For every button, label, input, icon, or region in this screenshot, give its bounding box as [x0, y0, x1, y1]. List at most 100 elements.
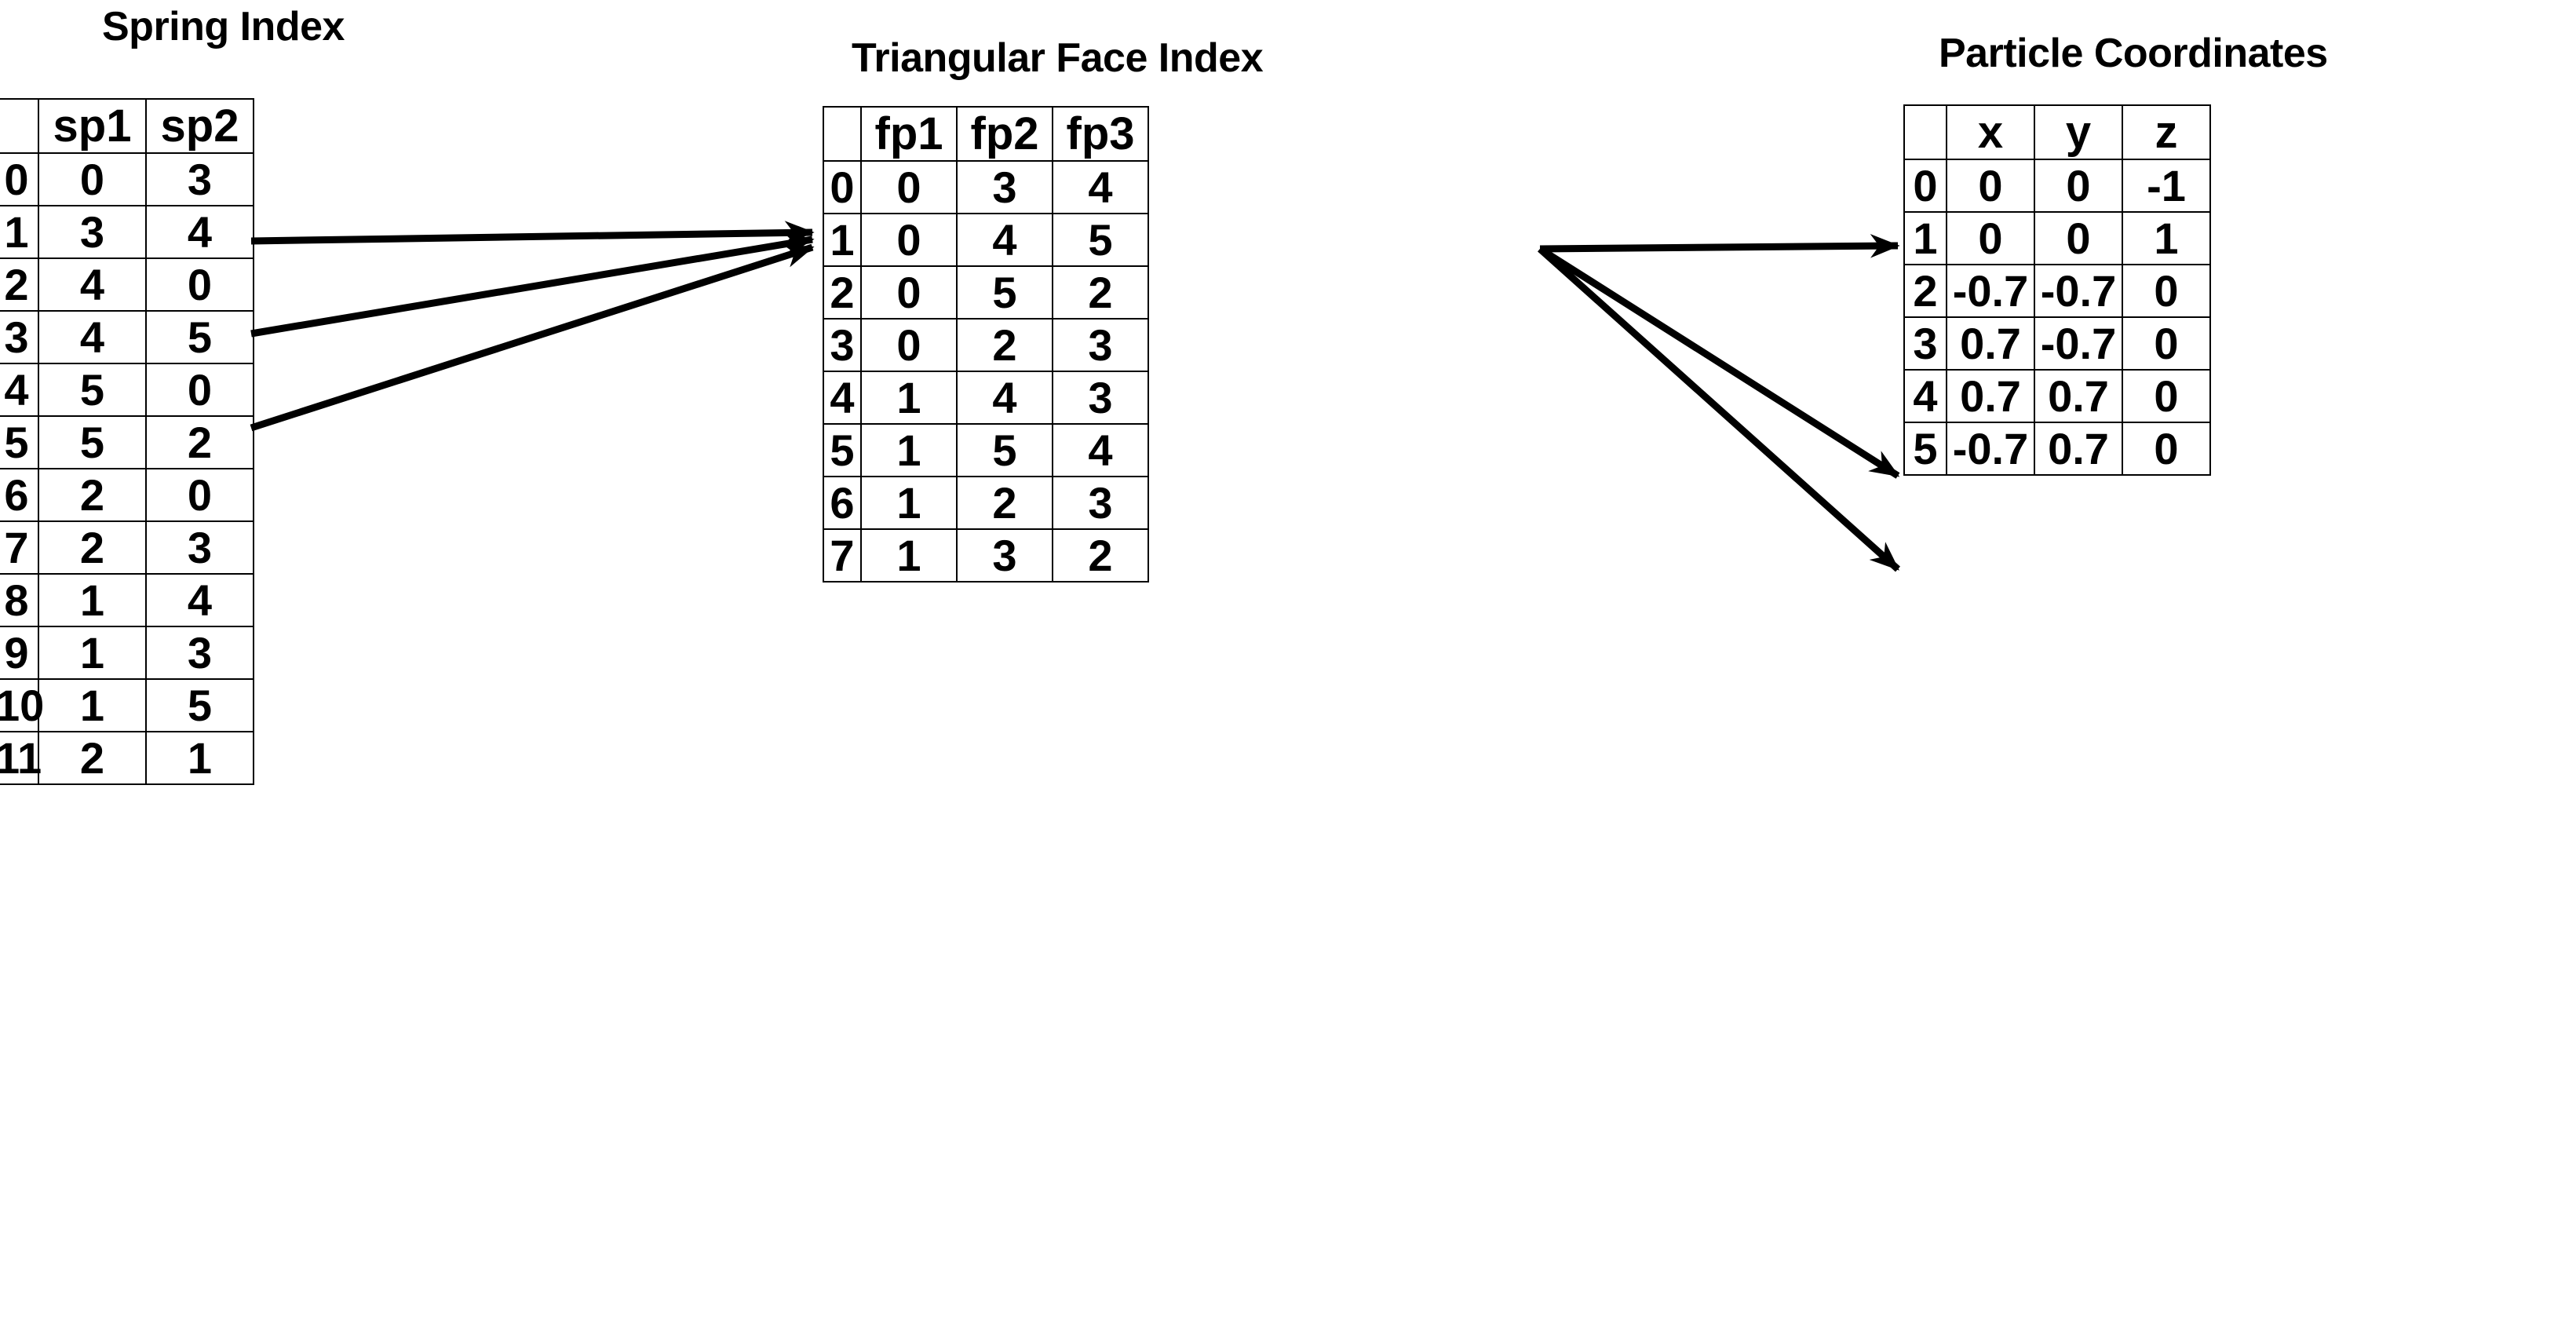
cell-fp2: 4	[956, 371, 1053, 425]
cell-sp2: 1	[145, 731, 254, 785]
row-index-cell: 6	[0, 468, 39, 522]
cell-sp1: 1	[38, 626, 147, 680]
face-column-header-fp2: fp2	[956, 106, 1053, 162]
spring-index-title: Spring Index	[102, 4, 345, 49]
cell-sp1: 2	[38, 731, 147, 785]
particle-column-header-x: x	[1946, 104, 2035, 160]
arrow-face-to-particle	[1539, 234, 1900, 258]
cell-fp2: 2	[956, 476, 1053, 530]
cell-sp2: 0	[145, 363, 254, 417]
cell-fp2: 2	[956, 318, 1053, 372]
cell-sp2: 5	[145, 310, 254, 364]
cell-sp1: 2	[38, 520, 147, 575]
cell-x: 0.7	[1946, 369, 2035, 423]
arrow-spring-to-face	[250, 243, 815, 432]
cell-sp2: 5	[145, 678, 254, 732]
cell-x: 0	[1946, 211, 2035, 265]
cell-fp3: 2	[1052, 265, 1149, 320]
spring-corner-cell	[0, 98, 39, 154]
cell-fp2: 4	[956, 213, 1053, 267]
row-index-cell: 4	[823, 371, 862, 425]
cell-fp1: 0	[860, 160, 958, 214]
cell-z: 0	[2122, 316, 2211, 371]
row-index-cell: 3	[823, 318, 862, 372]
row-index-cell: 10	[0, 678, 44, 732]
cell-z: 0	[2122, 422, 2211, 476]
cell-sp1: 4	[38, 310, 147, 364]
cell-sp2: 3	[145, 520, 254, 575]
cell-fp2: 3	[956, 160, 1053, 214]
arrow-spring-to-face	[250, 221, 815, 245]
cell-z: 0	[2122, 369, 2211, 423]
cell-y: 0	[2034, 159, 2123, 213]
cell-sp2: 2	[145, 415, 254, 469]
face-column-header-fp3: fp3	[1052, 106, 1149, 162]
triangular-face-index-title: Triangular Face Index	[852, 35, 1264, 81]
cell-sp1: 1	[38, 573, 147, 627]
cell-fp3: 3	[1052, 476, 1149, 530]
face-column-header-fp1: fp1	[860, 106, 958, 162]
row-index-cell: 3	[0, 310, 39, 364]
cell-sp1: 1	[38, 678, 147, 732]
cell-z: 0	[2122, 264, 2211, 318]
cell-x: 0.7	[1946, 316, 2035, 371]
particle-corner-cell	[1903, 104, 1947, 160]
row-index-cell: 0	[1903, 159, 1947, 213]
table-header-row: sp1 sp2	[0, 98, 254, 154]
face-corner-cell	[823, 106, 862, 162]
particle-column-header-z: z	[2122, 104, 2211, 160]
cell-sp1: 5	[38, 415, 147, 469]
cell-fp1: 1	[860, 371, 958, 425]
row-index-cell: 2	[0, 257, 39, 312]
cell-fp3: 2	[1052, 528, 1149, 583]
row-index-cell: 8	[0, 573, 39, 627]
cell-fp1: 0	[860, 318, 958, 372]
cell-sp2: 0	[145, 257, 254, 312]
cell-sp2: 4	[145, 205, 254, 259]
arrow-face-to-particle	[1538, 246, 1900, 479]
cell-y: -0.7	[2034, 264, 2123, 318]
cell-fp1: 1	[860, 476, 958, 530]
cell-fp1: 1	[860, 528, 958, 583]
cell-sp2: 4	[145, 573, 254, 627]
cell-sp1: 5	[38, 363, 147, 417]
row-index-cell: 5	[823, 423, 862, 477]
cell-sp2: 3	[145, 152, 254, 206]
table-header-row: fp1 fp2 fp3	[823, 106, 1149, 162]
row-index-cell: 7	[0, 520, 39, 575]
arrow-spring-to-face	[250, 232, 815, 338]
cell-x: 0	[1946, 159, 2035, 213]
cell-fp2: 5	[956, 265, 1053, 320]
row-index-cell: 4	[0, 363, 39, 417]
cell-sp1: 3	[38, 205, 147, 259]
row-index-cell: 2	[823, 265, 862, 320]
cell-y: -0.7	[2034, 316, 2123, 371]
cell-sp2: 0	[145, 468, 254, 522]
table-header-row: x y z	[1903, 104, 2211, 160]
row-index-cell: 1	[1903, 211, 1947, 265]
cell-fp2: 3	[956, 528, 1053, 583]
cell-sp1: 0	[38, 152, 147, 206]
